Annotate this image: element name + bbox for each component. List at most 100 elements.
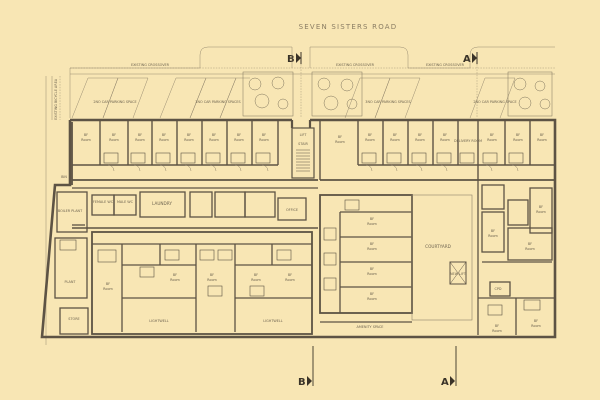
- svg-text:BF: BF: [370, 242, 374, 246]
- stair-label: STAIR: [298, 142, 308, 146]
- existing-crossover-label: EXISTING CROSSOVER: [426, 63, 465, 67]
- svg-text:BF: BF: [237, 133, 241, 137]
- svg-text:Room: Room: [259, 138, 269, 142]
- delivery-room-label: DELIVERY ROOM: [454, 139, 482, 143]
- svg-text:Room: Room: [170, 278, 180, 282]
- svg-text:BF: BF: [539, 205, 543, 209]
- svg-text:Room: Room: [488, 234, 498, 238]
- left-block: [54, 191, 89, 335]
- male-wc-label: MALE WC: [117, 200, 134, 204]
- svg-text:Room: Room: [159, 138, 169, 142]
- bathroom-pods: [103, 152, 524, 164]
- bin-label: BIN: [61, 175, 67, 179]
- svg-text:Room: Room: [367, 247, 377, 251]
- svg-text:Room: Room: [285, 278, 295, 282]
- stair-core: STAIR LIFT: [291, 127, 315, 179]
- svg-text:BF: BF: [368, 133, 372, 137]
- cpd-label: CPD: [494, 287, 501, 291]
- lightwell-label: LIGHTWELL: [263, 319, 283, 323]
- svg-text:Room: Room: [367, 272, 377, 276]
- svg-text:BF: BF: [534, 319, 538, 323]
- svg-text:Room: Room: [207, 278, 217, 282]
- existing-crossover-label: EXISTING CROSSOVER: [131, 63, 170, 67]
- svg-text:BF: BF: [418, 133, 422, 137]
- svg-text:BF: BF: [338, 135, 342, 139]
- svg-text:Room: Room: [390, 138, 400, 142]
- parking-area-3: 3NO CAR PARKING SPACES: [344, 77, 421, 119]
- room-labels-right: BF Room BF Room BF Room BF Room BF Room: [488, 205, 546, 333]
- svg-text:Room: Room: [525, 247, 535, 251]
- svg-text:Room: Room: [536, 210, 546, 214]
- section-arrow-icon: [450, 376, 455, 386]
- svg-text:BF: BF: [254, 273, 258, 277]
- boiler-plant-label: BOILER PLANT: [58, 209, 83, 213]
- svg-text:Room: Room: [513, 138, 523, 142]
- store-label: STORE: [68, 317, 79, 321]
- svg-text:Room: Room: [135, 138, 145, 142]
- svg-text:BF: BF: [162, 133, 166, 137]
- new-lift-label: NEW LIFT: [450, 272, 467, 276]
- svg-text:BF: BF: [443, 133, 447, 137]
- building-walls: [40, 118, 557, 339]
- courtyard-label: COURTYARD: [425, 244, 451, 249]
- svg-text:Room: Room: [531, 324, 541, 328]
- svg-text:Room: Room: [440, 138, 450, 142]
- courtyard: [411, 194, 473, 321]
- svg-text:Room: Room: [367, 297, 377, 301]
- svg-text:BF: BF: [84, 133, 88, 137]
- svg-text:Room: Room: [415, 138, 425, 142]
- parking-label: 2NO CAR PARKING SPACE: [93, 100, 136, 104]
- svg-text:BF: BF: [491, 229, 495, 233]
- svg-text:Room: Room: [184, 138, 194, 142]
- lower-left-rooms: [91, 231, 313, 335]
- section-marker-letter: B: [287, 54, 295, 65]
- lift-label: LIFT: [300, 133, 308, 137]
- room-labels-central: BF Room BF Room BF Room BF Room: [367, 217, 377, 301]
- female-wc-label: FEMALE WC: [93, 200, 114, 204]
- svg-text:Room: Room: [209, 138, 219, 142]
- section-marker-a-top: A: [463, 52, 478, 118]
- room-labels-top: BF Room BF Room BF Room BF Room BF Room …: [81, 133, 547, 144]
- svg-text:BF: BF: [173, 273, 177, 277]
- section-marker-b-bottom: B: [298, 346, 314, 388]
- svg-text:BF: BF: [262, 133, 266, 137]
- svg-text:BF: BF: [210, 273, 214, 277]
- existing-crossover-label: EXISTING CROSSOVER: [336, 63, 375, 67]
- door-swings: [107, 164, 519, 172]
- svg-text:BF: BF: [187, 133, 191, 137]
- plant-label: PLANT: [65, 280, 77, 284]
- parking-label: 3NO CAR PARKING SPACES: [365, 100, 410, 104]
- room-row-top-left: [72, 120, 318, 181]
- svg-text:Room: Room: [492, 329, 502, 333]
- svg-text:BF: BF: [212, 133, 216, 137]
- site-outline: [45, 46, 555, 345]
- svg-text:Room: Room: [103, 287, 113, 291]
- section-marker-a-bottom: A: [441, 346, 457, 388]
- central-lower-rooms: [319, 194, 413, 323]
- svg-text:Room: Room: [234, 138, 244, 142]
- room-labels-lower-left: BF Room BF Room BF Room BF Room BF Room: [103, 273, 295, 291]
- svg-text:BF: BF: [106, 282, 110, 286]
- svg-text:BF: BF: [393, 133, 397, 137]
- section-marker-letter: A: [463, 54, 471, 65]
- svg-text:BF: BF: [490, 133, 494, 137]
- parking-area-1: 2NO CAR PARKING SPACE: [71, 77, 149, 119]
- laundry-label: LAUNDRY: [152, 201, 172, 206]
- svg-text:BF: BF: [288, 273, 292, 277]
- section-marker-letter: B: [298, 377, 306, 388]
- svg-text:BF: BF: [516, 133, 520, 137]
- right-block-rooms: [477, 180, 555, 335]
- middle-band: [72, 187, 318, 229]
- svg-text:BF: BF: [495, 324, 499, 328]
- svg-text:Room: Room: [109, 138, 119, 142]
- svg-text:Room: Room: [335, 140, 345, 144]
- parking-area-2: 3NO CAR PARKING SPACES: [159, 77, 250, 119]
- svg-text:BF: BF: [370, 292, 374, 296]
- office-label: OFFICE: [286, 208, 298, 212]
- parking-area-4: 2NO CAR PARKING SPACE: [469, 77, 517, 119]
- section-marker-letter: A: [441, 377, 449, 388]
- svg-text:BF: BF: [138, 133, 142, 137]
- amenity-space-label: AMENITY SPACE: [357, 325, 384, 329]
- svg-text:Room: Room: [251, 278, 261, 282]
